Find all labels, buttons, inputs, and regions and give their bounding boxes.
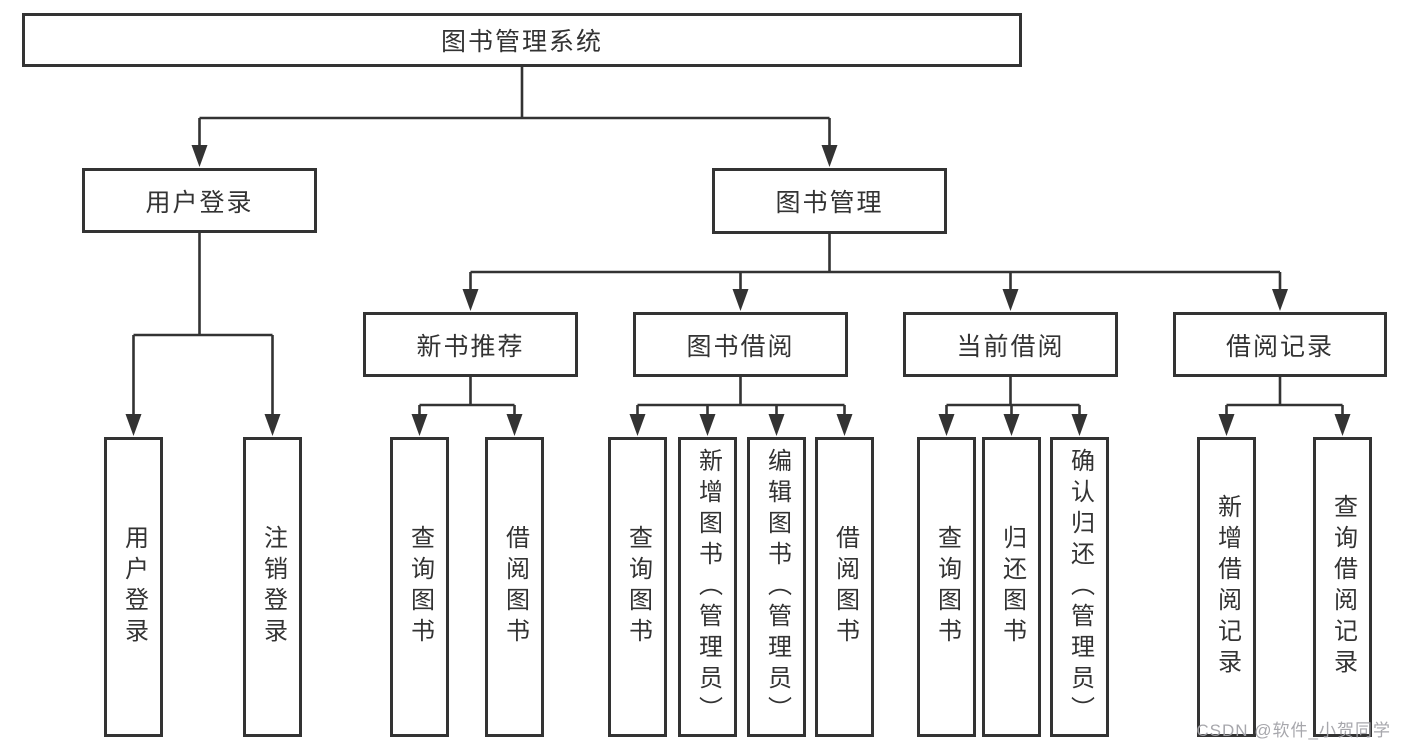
connector-login-to-leaves [132, 233, 274, 431]
leaf-borrow-books: 借阅图书 [485, 437, 544, 737]
leaf-edit-books-admin: 编辑图书（管理员） [747, 437, 806, 737]
connector-root-to-level2 [198, 67, 831, 162]
node-borrow-records: 借阅记录 [1173, 312, 1387, 377]
node-book-borrow: 图书借阅 [633, 312, 848, 377]
leaf-query-borrow-record: 查询借阅记录 [1313, 437, 1372, 737]
node-current-borrow: 当前借阅 [903, 312, 1118, 377]
leaf-user-login: 用户登录 [104, 437, 163, 737]
leaf-borrow-books: 借阅图书 [815, 437, 874, 737]
leaf-confirm-return-admin: 确认归还（管理员） [1050, 437, 1109, 737]
leaf-query-books: 查询图书 [608, 437, 667, 737]
node-user-login: 用户登录 [82, 168, 317, 233]
leaf-return-books: 归还图书 [982, 437, 1041, 737]
node-new-book-recommend: 新书推荐 [363, 312, 578, 377]
connector-management-to-groups [469, 234, 1282, 306]
leaf-query-books: 查询图书 [917, 437, 976, 737]
connector-groups-to-leaves [418, 377, 1344, 431]
csdn-watermark: CSDN @软件_小贺同学 [1196, 721, 1391, 740]
leaf-add-borrow-record: 新增借阅记录 [1197, 437, 1256, 737]
leaf-add-books-admin: 新增图书（管理员） [678, 437, 737, 737]
node-book-management: 图书管理 [712, 168, 947, 234]
leaf-query-books: 查询图书 [390, 437, 449, 737]
node-system-root: 图书管理系统 [22, 13, 1022, 67]
leaf-logout: 注销登录 [243, 437, 302, 737]
